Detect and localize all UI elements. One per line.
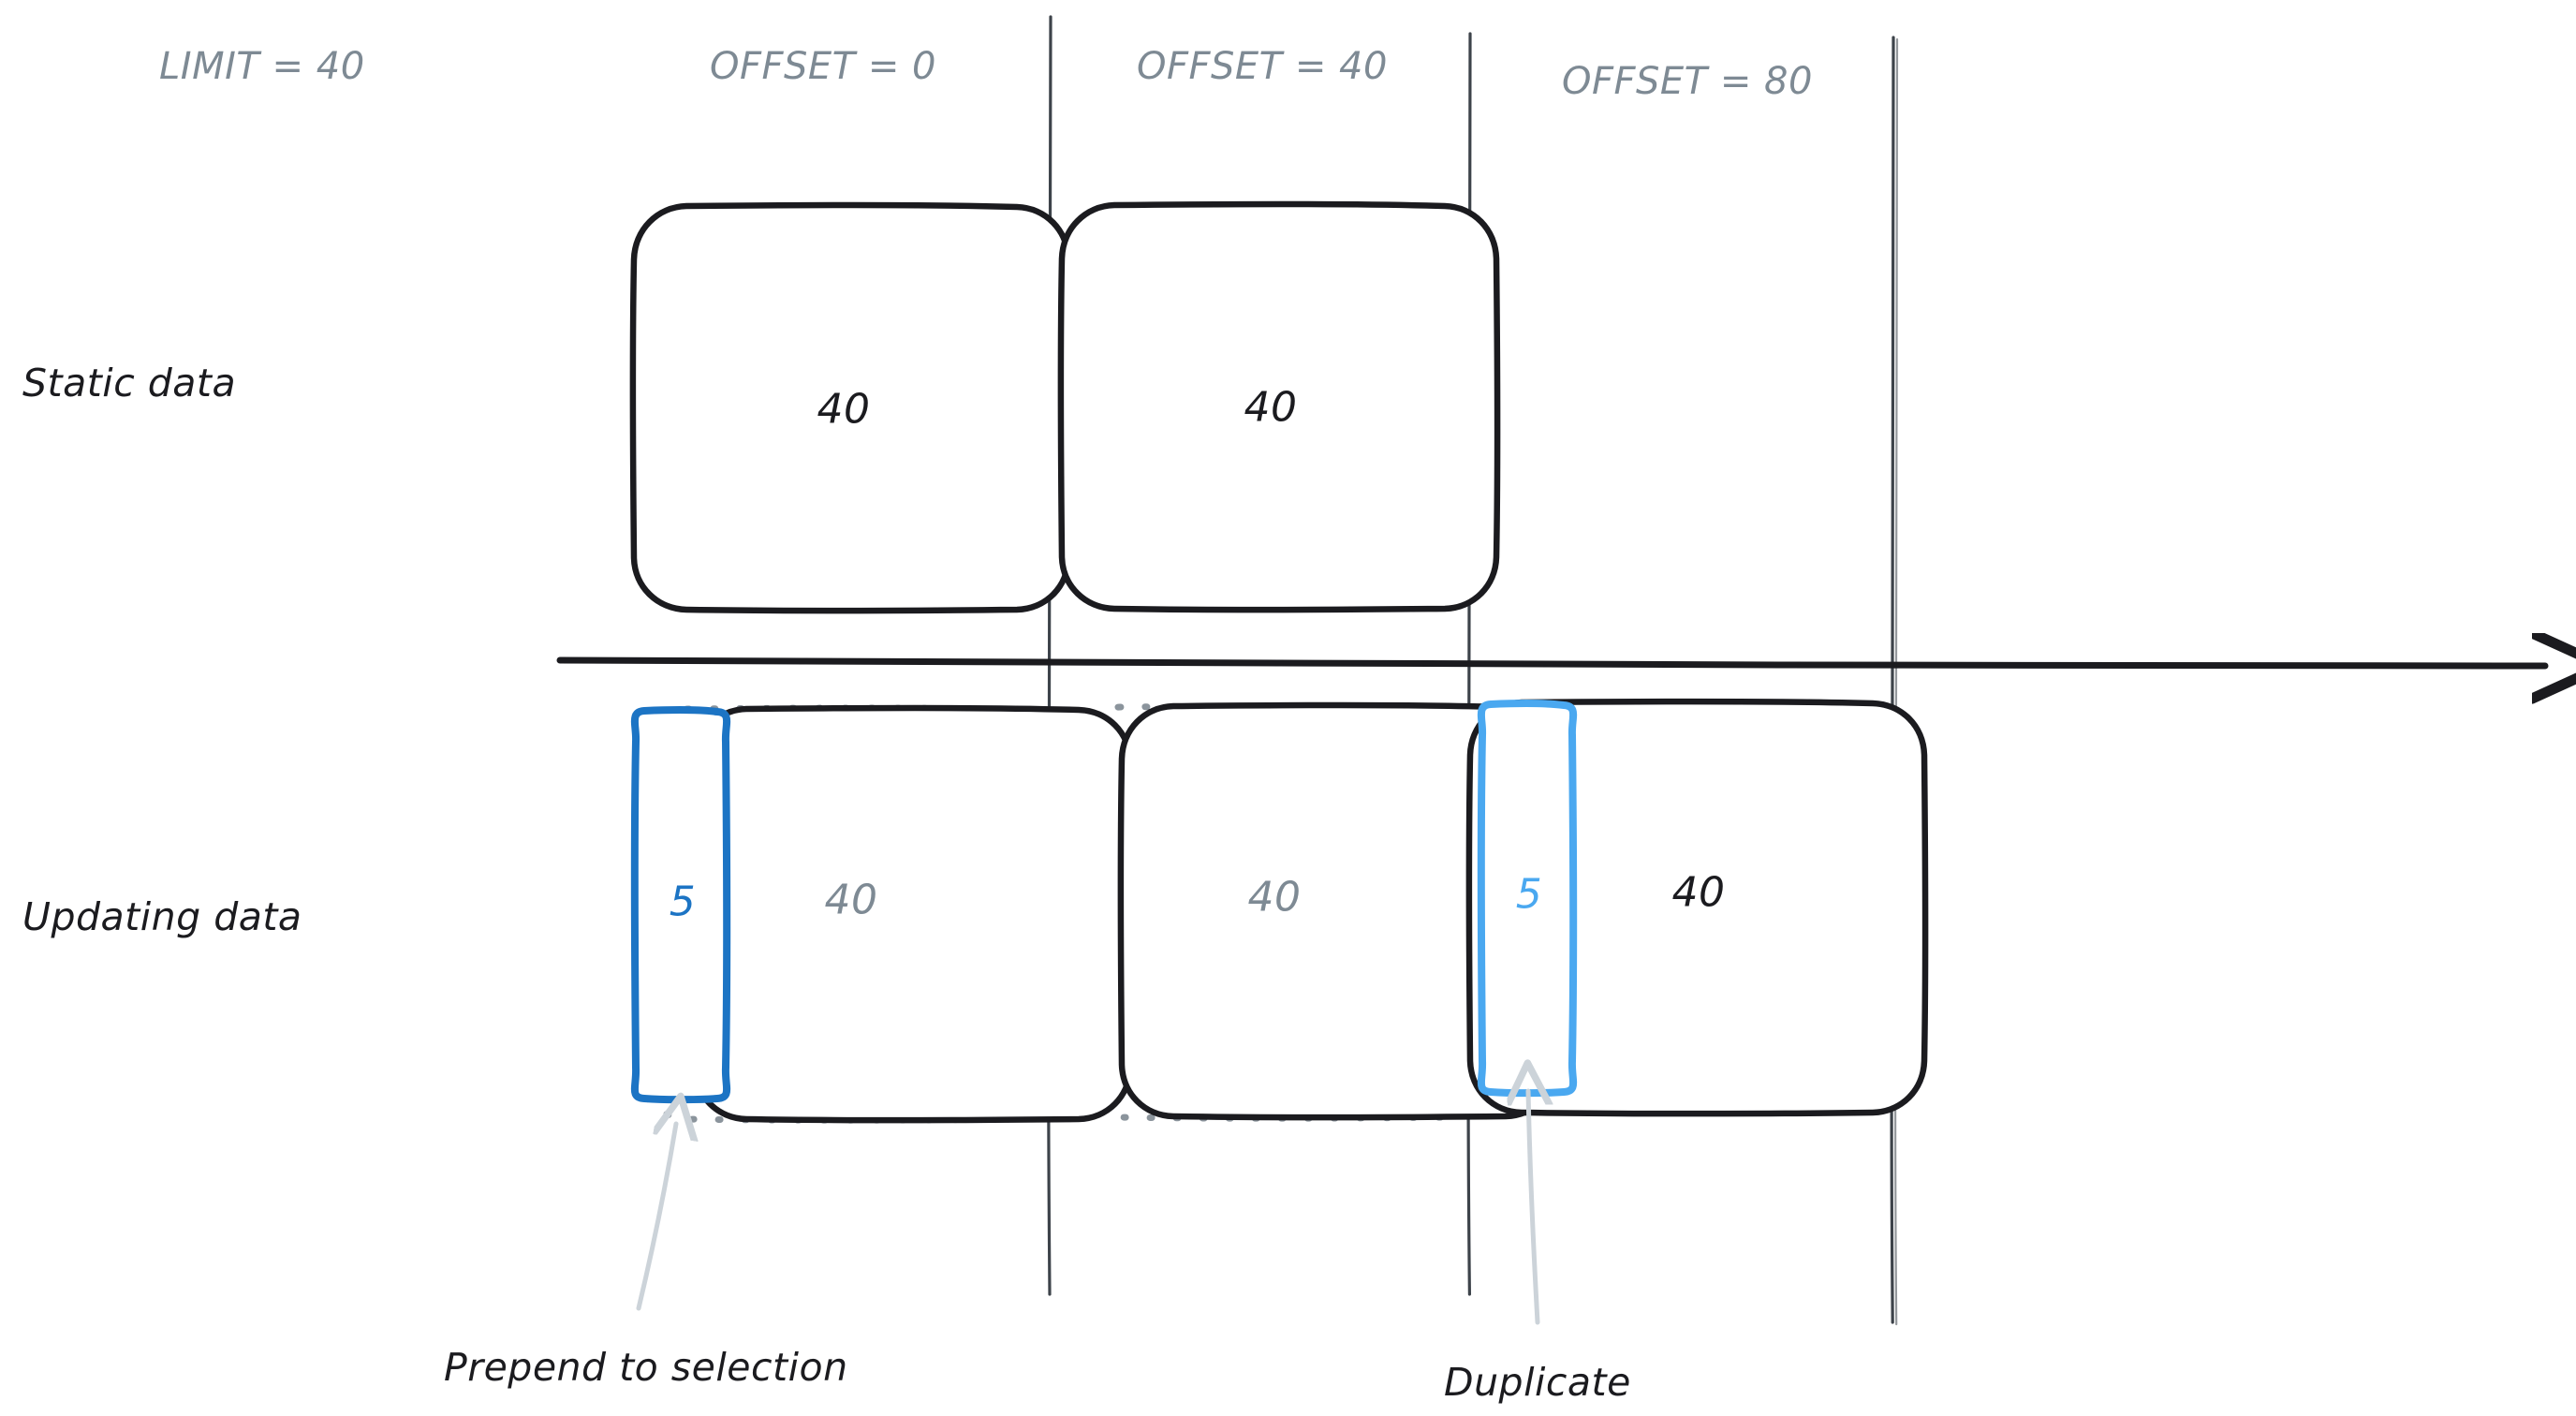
updating-page-value-1: 40: [824, 876, 878, 924]
updating-page-value-2: 40: [1247, 873, 1302, 922]
static-row-boxes: [629, 200, 1501, 614]
updating-row-boxes: [690, 698, 1929, 1124]
inserted-row-value-2: 5: [1515, 870, 1543, 919]
row-label-static-data: Static data: [22, 361, 237, 406]
inserted-row-capsule-2: [1477, 700, 1578, 1098]
annotation-arrow-prepend: [636, 1124, 676, 1311]
annotation-prepend-to-selection: Prepend to selection: [444, 1345, 848, 1390]
updating-page-box-3: [1465, 698, 1929, 1117]
annotation-duplicate: Duplicate: [1444, 1360, 1631, 1405]
static-page-box-2: [1057, 200, 1501, 613]
inserted-row-value-1: 5: [669, 878, 697, 926]
column-divider-4: [1893, 37, 1899, 1326]
updating-page-value-3: 40: [1671, 868, 1726, 917]
offset-header-40: OFFSET = 40: [1137, 45, 1388, 88]
offset-header-0: OFFSET = 0: [710, 45, 936, 88]
inserted-row-capsules: [630, 700, 1578, 1104]
time-axis: [556, 660, 2545, 666]
limit-label: LIMIT = 40: [159, 45, 365, 88]
static-page-value-2: 40: [1244, 383, 1298, 432]
inserted-row-capsule-1: [630, 706, 731, 1104]
static-page-box-1: [629, 201, 1073, 614]
time-axis-line: [556, 660, 2545, 666]
static-page-value-1: 40: [817, 385, 871, 434]
row-label-updating-data: Updating data: [22, 894, 302, 939]
annotation-arrow-duplicate: [1528, 1091, 1538, 1325]
offset-header-80: OFFSET = 80: [1562, 60, 1813, 103]
updating-page-box-1: [690, 704, 1135, 1124]
column-divider-3: [1890, 36, 1895, 1324]
annotation-arrows: [636, 1091, 1538, 1325]
